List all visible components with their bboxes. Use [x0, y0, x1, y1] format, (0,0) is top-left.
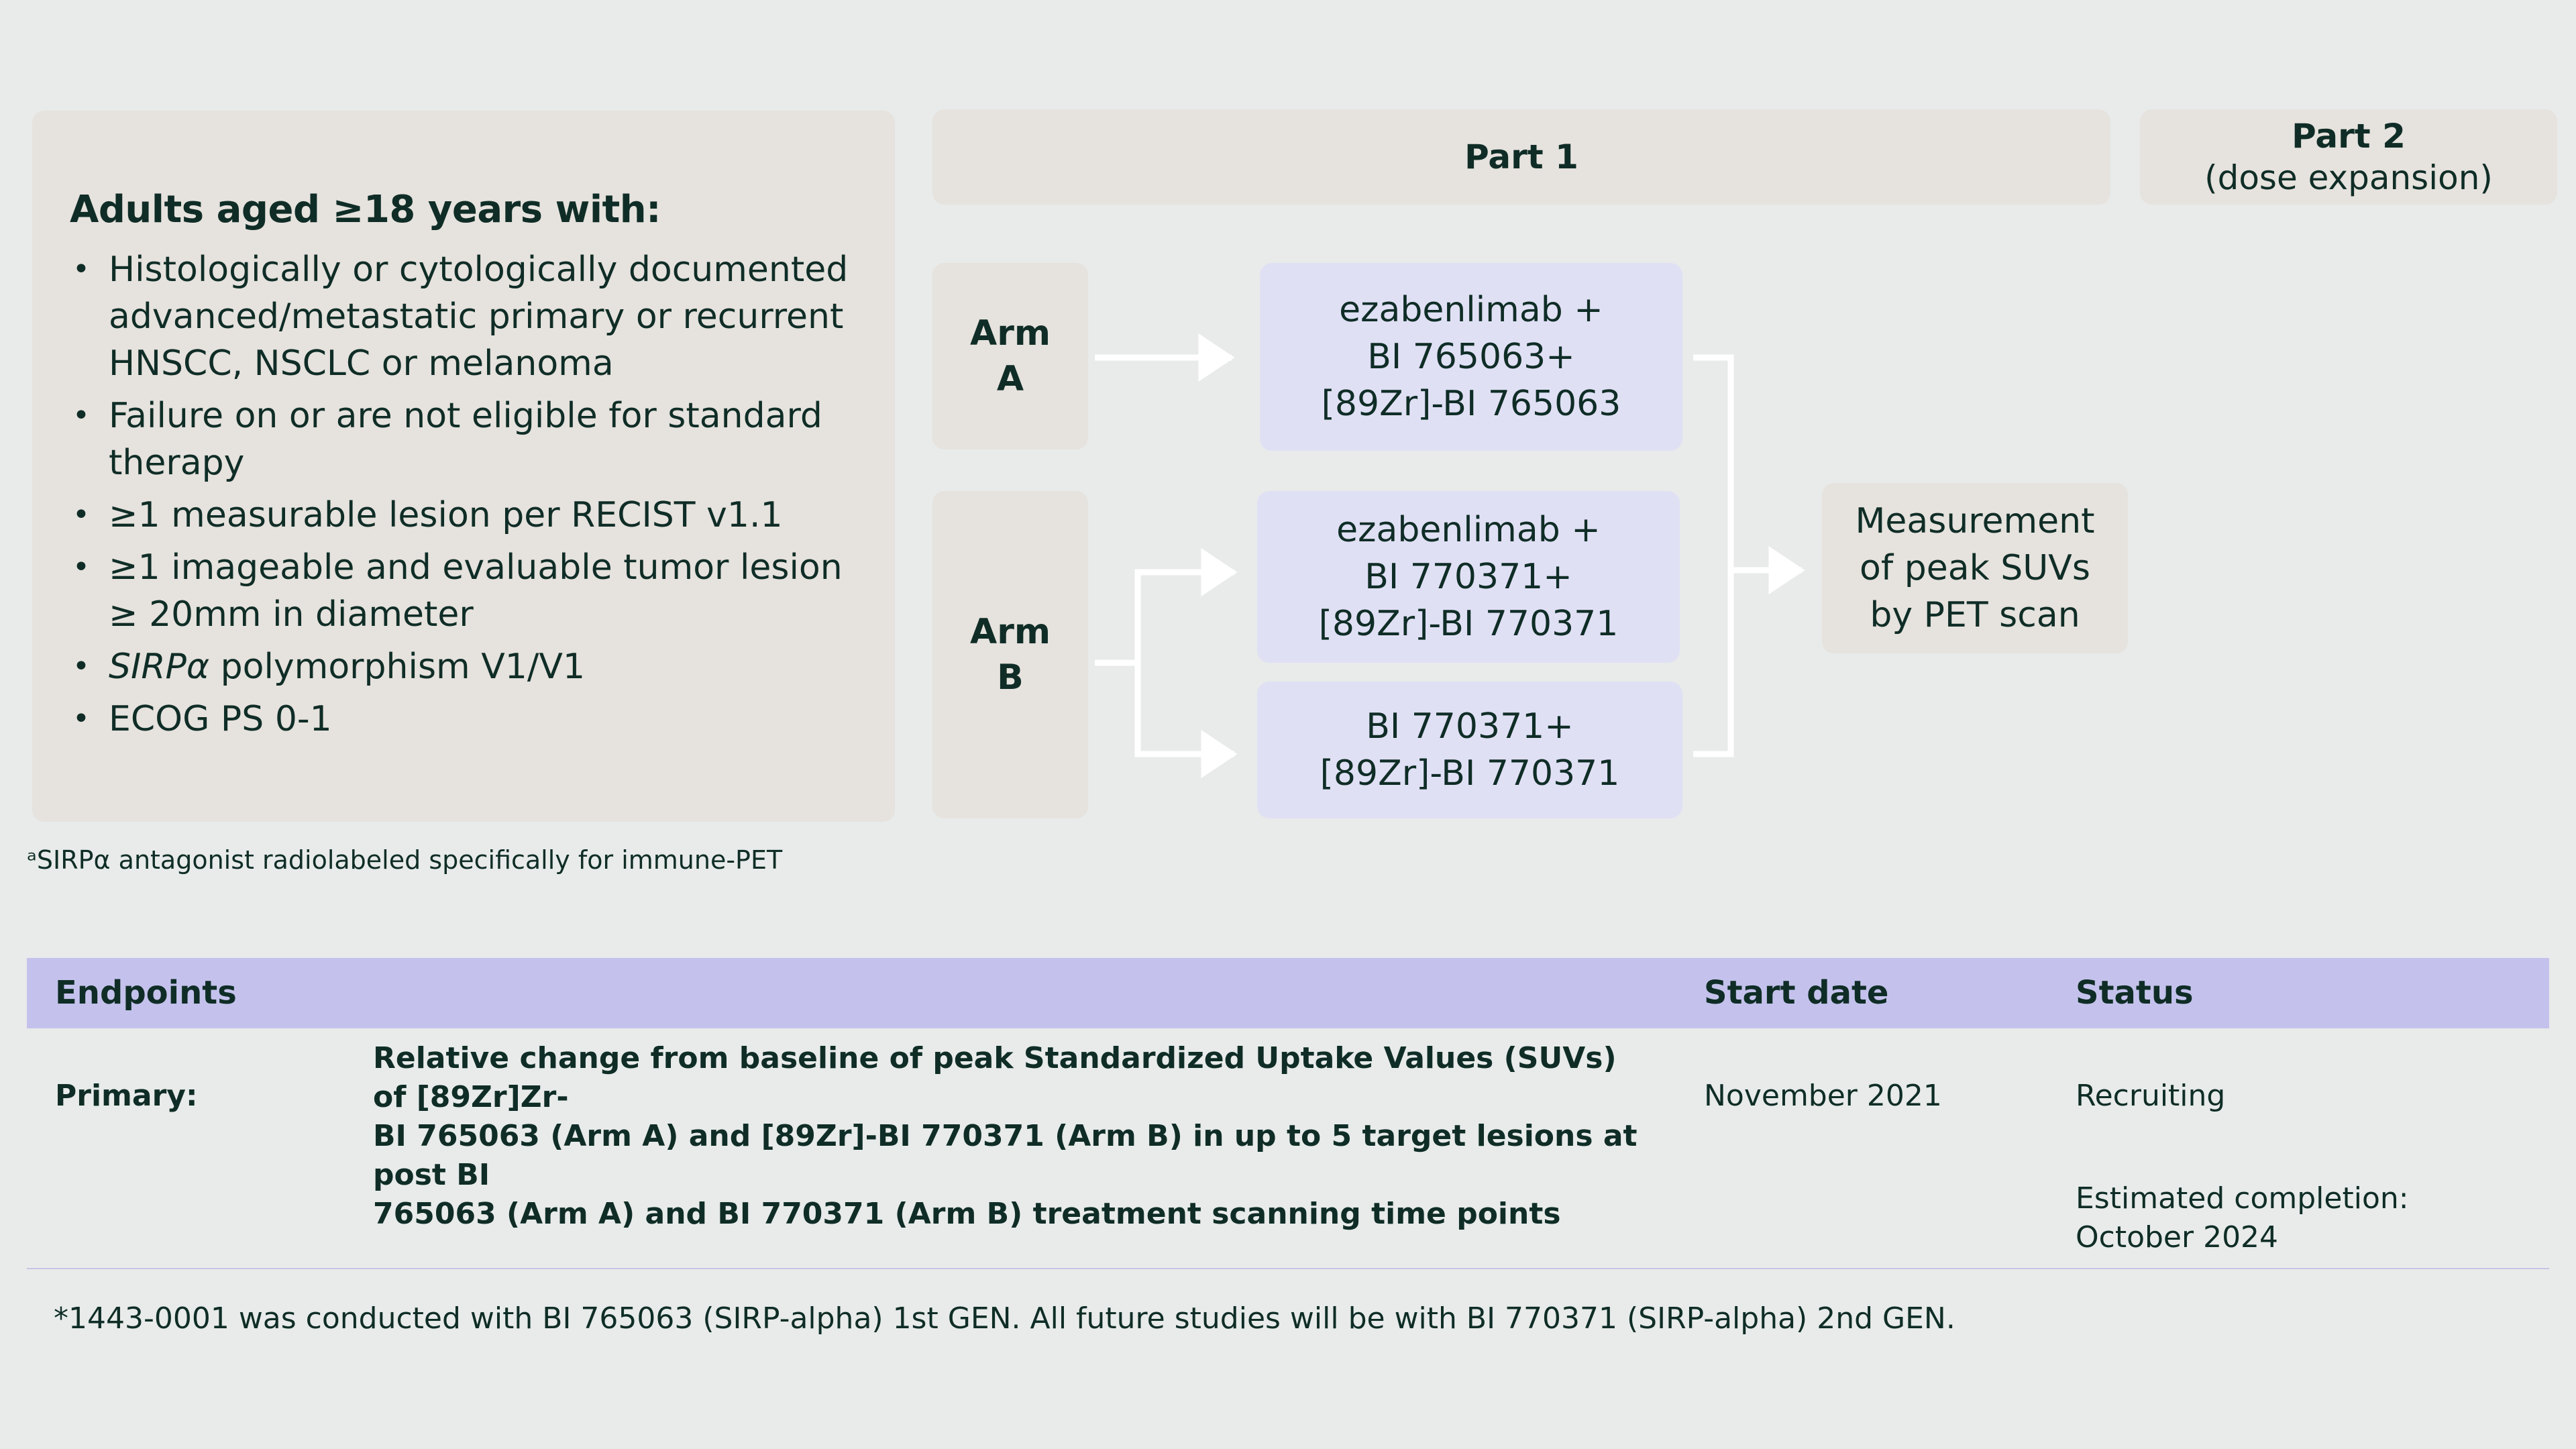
measurement-line: Measurement	[1855, 501, 2095, 541]
header-status: Status	[2076, 974, 2194, 1012]
arm-a-line1: Arm	[969, 313, 1051, 354]
arm-a-line2: A	[996, 359, 1024, 399]
treatment-b1-box: ezabenlimab + BI 770371+ [89Zr]-BI 77037…	[1257, 491, 1680, 663]
header-start-date: Start date	[1704, 974, 1889, 1012]
arm-b-line2: B	[997, 657, 1024, 698]
measurement-box: Measurement of peak SUVs by PET scan	[1822, 483, 2128, 653]
table-divider	[27, 1268, 2549, 1269]
treatment-b2-line: [89Zr]-BI 770371	[1320, 753, 1620, 794]
arrow-arm-b-branch	[1095, 569, 1234, 666]
arm-b-line1: Arm	[969, 612, 1051, 652]
part1-header: Part 1	[932, 109, 2110, 205]
endpoint-description: Relative change from baseline of peak St…	[373, 1039, 1648, 1234]
eligibility-item: ≥1 measurable lesion per RECIST v1.1	[70, 492, 857, 539]
measurement-line: by PET scan	[1870, 595, 2080, 635]
treatment-b1-line: [89Zr]-BI 770371	[1318, 604, 1619, 644]
bracket-merge	[1693, 354, 1734, 757]
treatment-a-line: BI 765063+	[1367, 337, 1575, 377]
endpoint-start-date: November 2021	[1704, 1079, 1942, 1113]
eligibility-item: ≥1 imageable and evaluable tumor lesion …	[70, 544, 857, 638]
measurement-line: of peak SUVs	[1860, 548, 2090, 588]
sirpa-italic: SIRPα	[109, 647, 210, 687]
endpoint-description-line: BI 765063 (Arm A) and [89Zr]-BI 770371 (…	[373, 1119, 1638, 1192]
eligibility-panel: Adults aged ≥18 years with: Histological…	[32, 111, 895, 822]
endpoint-status: Recruiting	[2076, 1079, 2226, 1113]
endpoint-description-line: 765063 (Arm A) and BI 770371 (Arm B) tre…	[373, 1197, 1561, 1231]
arm-a-box: Arm A	[932, 263, 1088, 449]
endpoint-description-line: Relative change from baseline of peak St…	[373, 1041, 1617, 1114]
part2-sublabel: (dose expansion)	[2204, 158, 2493, 197]
treatment-a-line: ezabenlimab +	[1339, 290, 1603, 330]
endpoints-table-header: Endpoints Start date Status	[27, 958, 2549, 1028]
part2-header: Part 2 (dose expansion)	[2140, 109, 2557, 205]
footnote-a: ᵃSIRPα antagonist radiolabeled specifica…	[27, 845, 783, 875]
treatment-b2-box: BI 770371+ [89Zr]-BI 770371	[1257, 682, 1682, 818]
eligibility-heading: Adults aged ≥18 years with:	[70, 188, 661, 231]
treatment-b1-line: BI 770371+	[1364, 557, 1572, 597]
eligibility-item: Histologically or cytologically document…	[70, 246, 857, 387]
eligibility-list: Histologically or cytologically document…	[70, 246, 857, 743]
sirpa-rest: polymorphism V1/V1	[209, 647, 586, 687]
completion-label: Estimated completion:	[2076, 1181, 2409, 1216]
eligibility-item: ECOG PS 0-1	[70, 696, 857, 743]
treatment-b2-line: BI 770371+	[1366, 706, 1574, 747]
treatment-a-line: [89Zr]-BI 765063	[1321, 384, 1621, 424]
completion-date: October 2024	[2076, 1220, 2279, 1254]
arm-b-box: Arm B	[932, 491, 1088, 818]
part2-label: Part 2	[2292, 117, 2406, 156]
eligibility-item: SIRPα polymorphism V1/V1	[70, 643, 857, 690]
treatment-a-box: ezabenlimab + BI 765063+ [89Zr]-BI 76506…	[1260, 263, 1682, 451]
part1-label: Part 1	[1464, 138, 1578, 176]
bottom-note: *1443-0001 was conducted with BI 765063 …	[54, 1301, 1955, 1336]
endpoint-type: Primary:	[55, 1079, 198, 1113]
eligibility-item: Failure on or are not eligible for stand…	[70, 392, 857, 486]
header-endpoints: Endpoints	[55, 974, 237, 1012]
treatment-b1-line: ezabenlimab +	[1336, 510, 1601, 550]
